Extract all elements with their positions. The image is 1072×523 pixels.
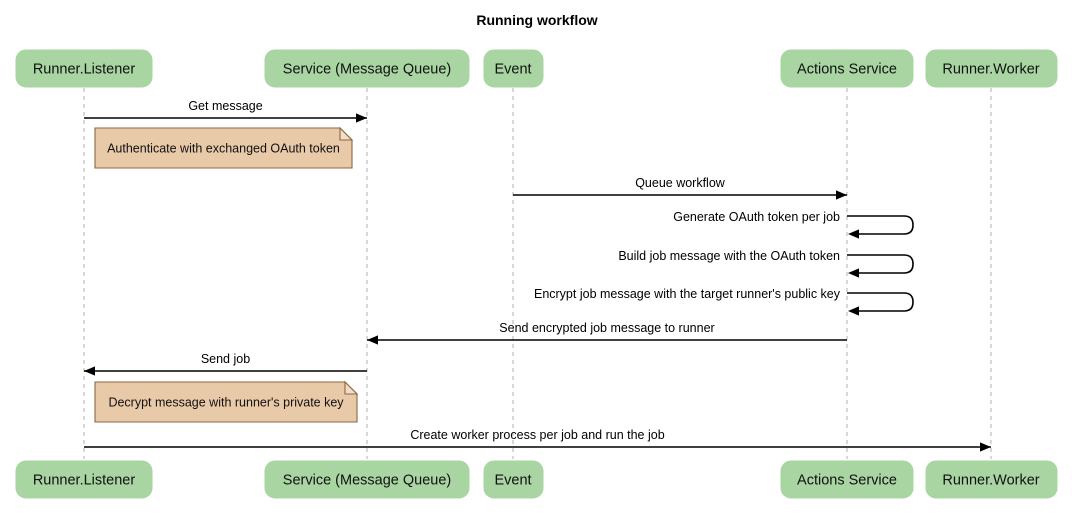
arrowhead [367,335,378,345]
participants-bottom-group: Runner.Listener Service (Message Queue) Ev… [15,460,1058,499]
participant-box [15,49,153,88]
note-decrypt-message-with-runners-private-key[interactable]: Decrypt message with runner's private ke… [94,380,359,423]
participant-label: Event [494,61,531,77]
arrowhead [848,268,859,278]
message-label: Get message [188,99,262,113]
message-queue-workflow[interactable]: Queue workflow [513,176,847,200]
notes-group: Authenticate with exchanged OAuth tokenD… [94,126,359,423]
participant-label: Runner.Listener [33,61,136,77]
participants-top-group: Runner.Listener Service (Message Queue) Ev… [15,49,1058,88]
message-send-encrypted-job-message-to-runner[interactable]: Send encrypted job message to runner [367,321,847,345]
message-label: Encrypt job message with the target runn… [534,287,841,301]
note-body [94,381,358,423]
arrowhead [84,366,95,376]
participant-runner-listener-top[interactable]: Runner.Listener [15,49,153,88]
participant-label: Runner.Worker [942,61,1039,77]
participant-service-message-queue-bottom[interactable]: Service (Message Queue) [264,460,470,499]
participant-box [483,460,544,499]
arrowhead [848,229,859,239]
participant-label: Runner.Worker [942,472,1039,488]
self-loop-path [847,292,914,312]
message-generate-oauth-token-per-job[interactable]: Generate OAuth token per job [673,210,914,239]
message-label: Send encrypted job message to runner [499,321,714,335]
message-build-job-message-with-the-oauth-token[interactable]: Build job message with the OAuth token [618,249,914,278]
message-label: Send job [201,352,250,366]
message-label: Generate OAuth token per job [673,210,840,224]
message-label: Create worker process per job and run th… [410,428,664,442]
participant-service-message-queue-top[interactable]: Service (Message Queue) [264,49,470,88]
participant-box [925,49,1058,88]
participant-box [780,49,914,88]
participant-label: Actions Service [797,472,897,488]
arrowhead [848,306,859,316]
participant-box [264,460,470,499]
arrowhead [356,113,367,123]
page-title: Running workflow [476,12,597,28]
note-label: Decrypt message with runner's private ke… [108,395,344,409]
message-create-worker-process-per-job-and-run-the-job[interactable]: Create worker process per job and run th… [84,428,991,452]
lifelines-group [83,88,992,459]
participant-label: Runner.Listener [33,472,136,488]
participant-actions-service-top[interactable]: Actions Service [780,49,914,88]
note-label: Authenticate with exchanged OAuth token [107,141,340,155]
participant-label: Service (Message Queue) [283,472,451,488]
note-body [94,127,353,169]
note-authenticate-with-exchanged-oauth-token[interactable]: Authenticate with exchanged OAuth token [94,126,354,169]
note-fold-corner-icon [339,126,354,141]
participant-event-top[interactable]: Event [483,49,544,88]
participant-label: Event [494,472,531,488]
message-label: Queue workflow [635,176,726,190]
self-loop-path [847,215,914,235]
message-get-message[interactable]: Get message [84,99,367,123]
participant-box [264,49,470,88]
participant-actions-service-bottom[interactable]: Actions Service [780,460,914,499]
participant-label: Actions Service [797,61,897,77]
participant-runner-listener-bottom[interactable]: Runner.Listener [15,460,153,499]
participant-runner-worker-bottom[interactable]: Runner.Worker [925,460,1058,499]
participant-box [483,49,544,88]
participant-box [925,460,1058,499]
note-fold-corner-icon [344,380,359,395]
message-send-job[interactable]: Send job [84,352,367,376]
participant-box [780,460,914,499]
arrowhead [836,190,847,200]
self-loop-path [847,254,914,274]
participant-runner-worker-top[interactable]: Runner.Worker [925,49,1058,88]
arrowhead [980,442,991,452]
message-label: Build job message with the OAuth token [618,249,840,263]
participant-event-bottom[interactable]: Event [483,460,544,499]
participant-label: Service (Message Queue) [283,61,451,77]
participant-box [15,460,153,499]
message-encrypt-job-message-with-the-target-runners-public-key[interactable]: Encrypt job message with the target runn… [534,287,914,316]
